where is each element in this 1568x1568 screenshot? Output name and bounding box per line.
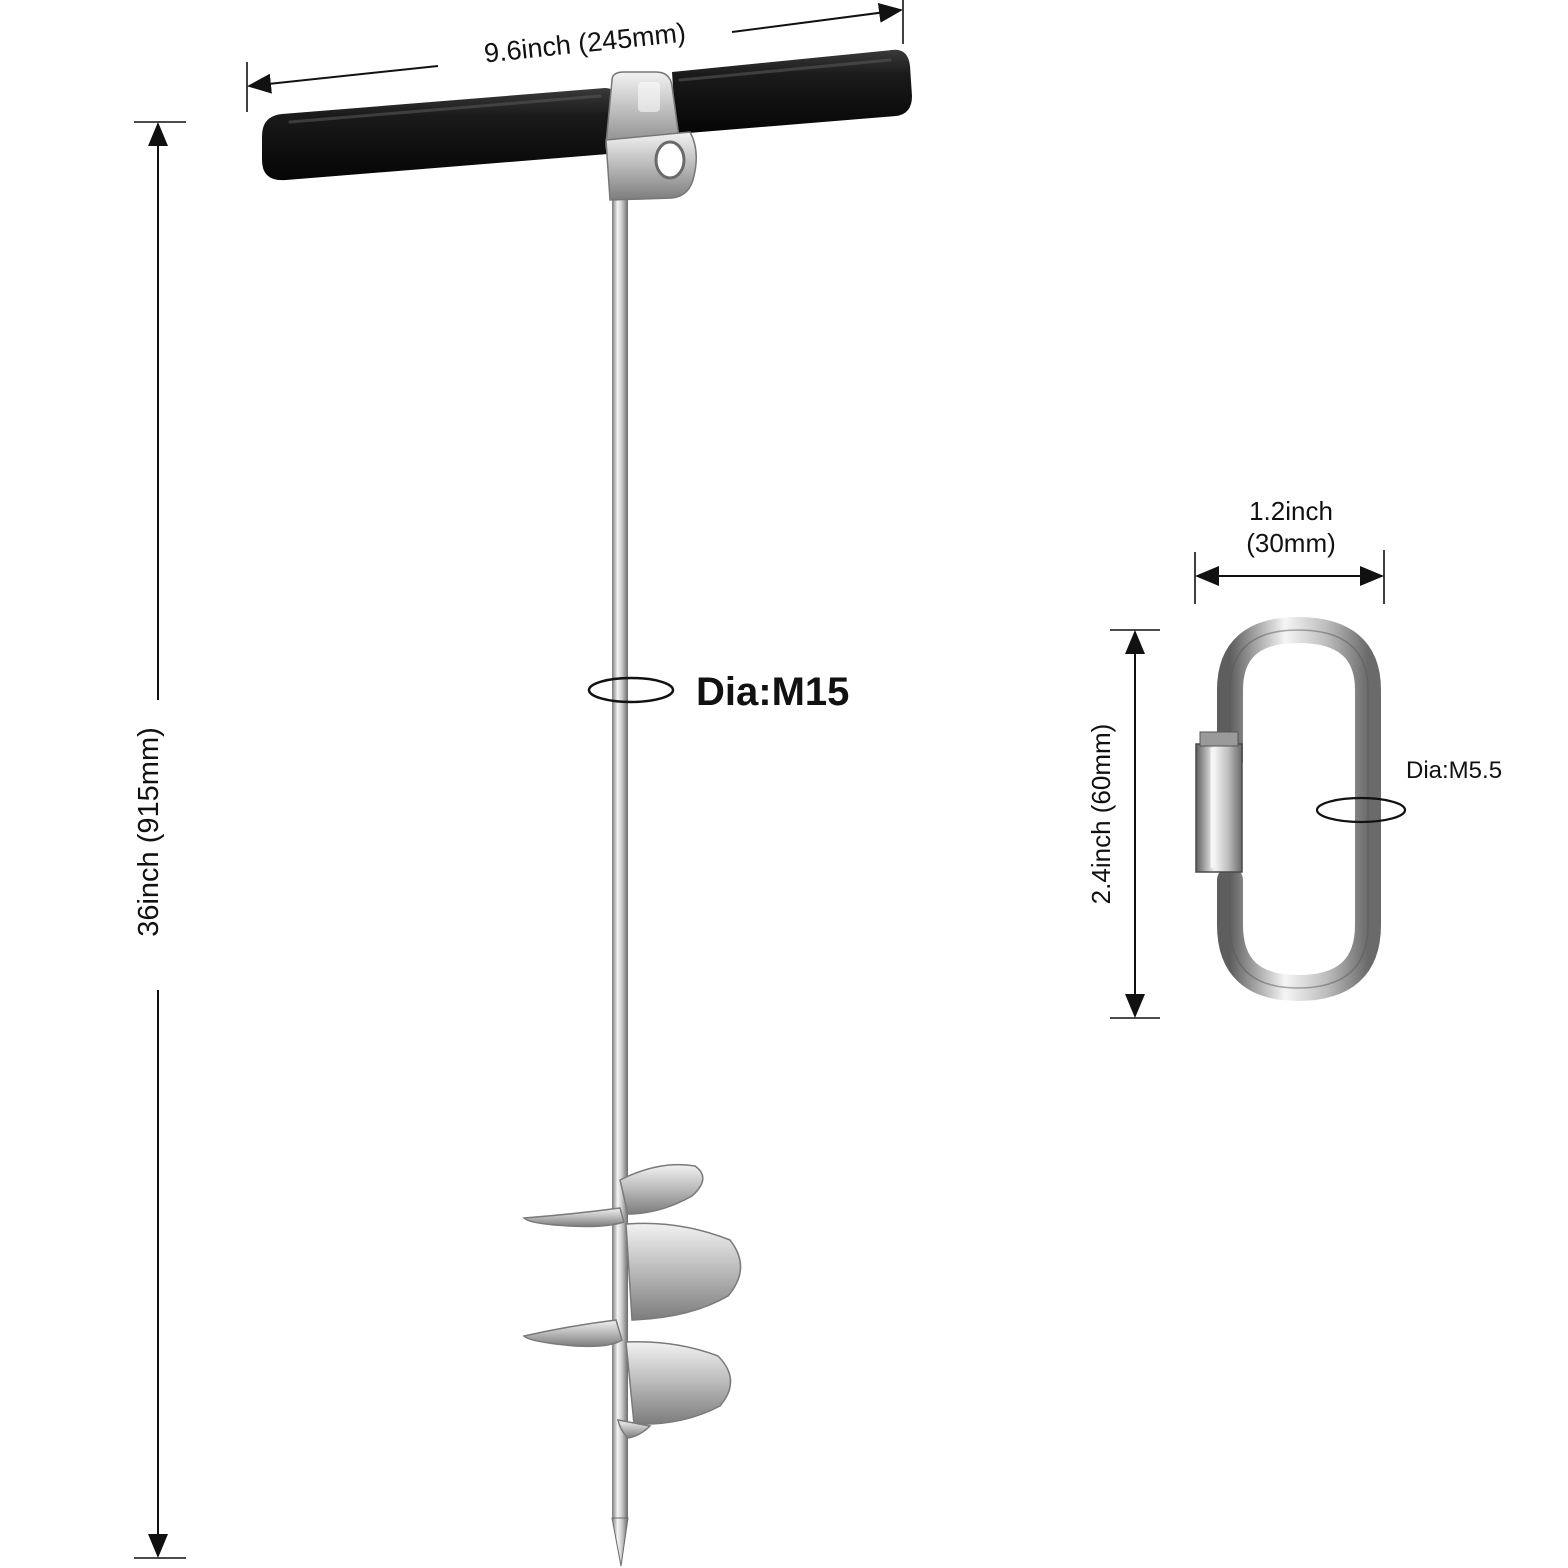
- auger-illustration: [262, 49, 912, 1567]
- total-length-label: 36inch (915mm): [133, 727, 165, 937]
- quick-link-illustration: [1195, 616, 1381, 1002]
- wire-diameter-ring: [1315, 796, 1407, 824]
- link-width-dimension: 1.2inch (30mm): [1194, 496, 1385, 604]
- handle-width-dimension: 9.6inch (245mm): [246, 0, 904, 112]
- rod-diameter-ring: [587, 676, 675, 704]
- wire-diameter-callout: Dia:M5.5: [1315, 757, 1502, 824]
- handle-bracket: [605, 71, 697, 201]
- quick-link-body: [1217, 616, 1381, 1002]
- auger-tip: [611, 1517, 629, 1567]
- link-width-label-line1: 1.2inch: [1249, 496, 1333, 526]
- handle-width-label: 9.6inch (245mm): [483, 17, 688, 68]
- wire-diameter-label: Dia:M5.5: [1406, 757, 1502, 784]
- rod-diameter-callout: Dia:M15: [587, 670, 849, 714]
- auger-helix: [522, 1163, 742, 1439]
- link-width-label-line2: (30mm): [1246, 528, 1336, 558]
- link-height-dimension: 2.4inch (60mm): [1086, 629, 1160, 1019]
- quick-link-sleeve: [1195, 731, 1243, 873]
- auger-handle: [262, 49, 912, 181]
- auger-rod: [612, 180, 628, 1520]
- rod-diameter-label: Dia:M15: [696, 670, 849, 714]
- total-length-dimension: 36inch (915mm): [133, 121, 186, 1559]
- link-height-label: 2.4inch (60mm): [1086, 724, 1116, 905]
